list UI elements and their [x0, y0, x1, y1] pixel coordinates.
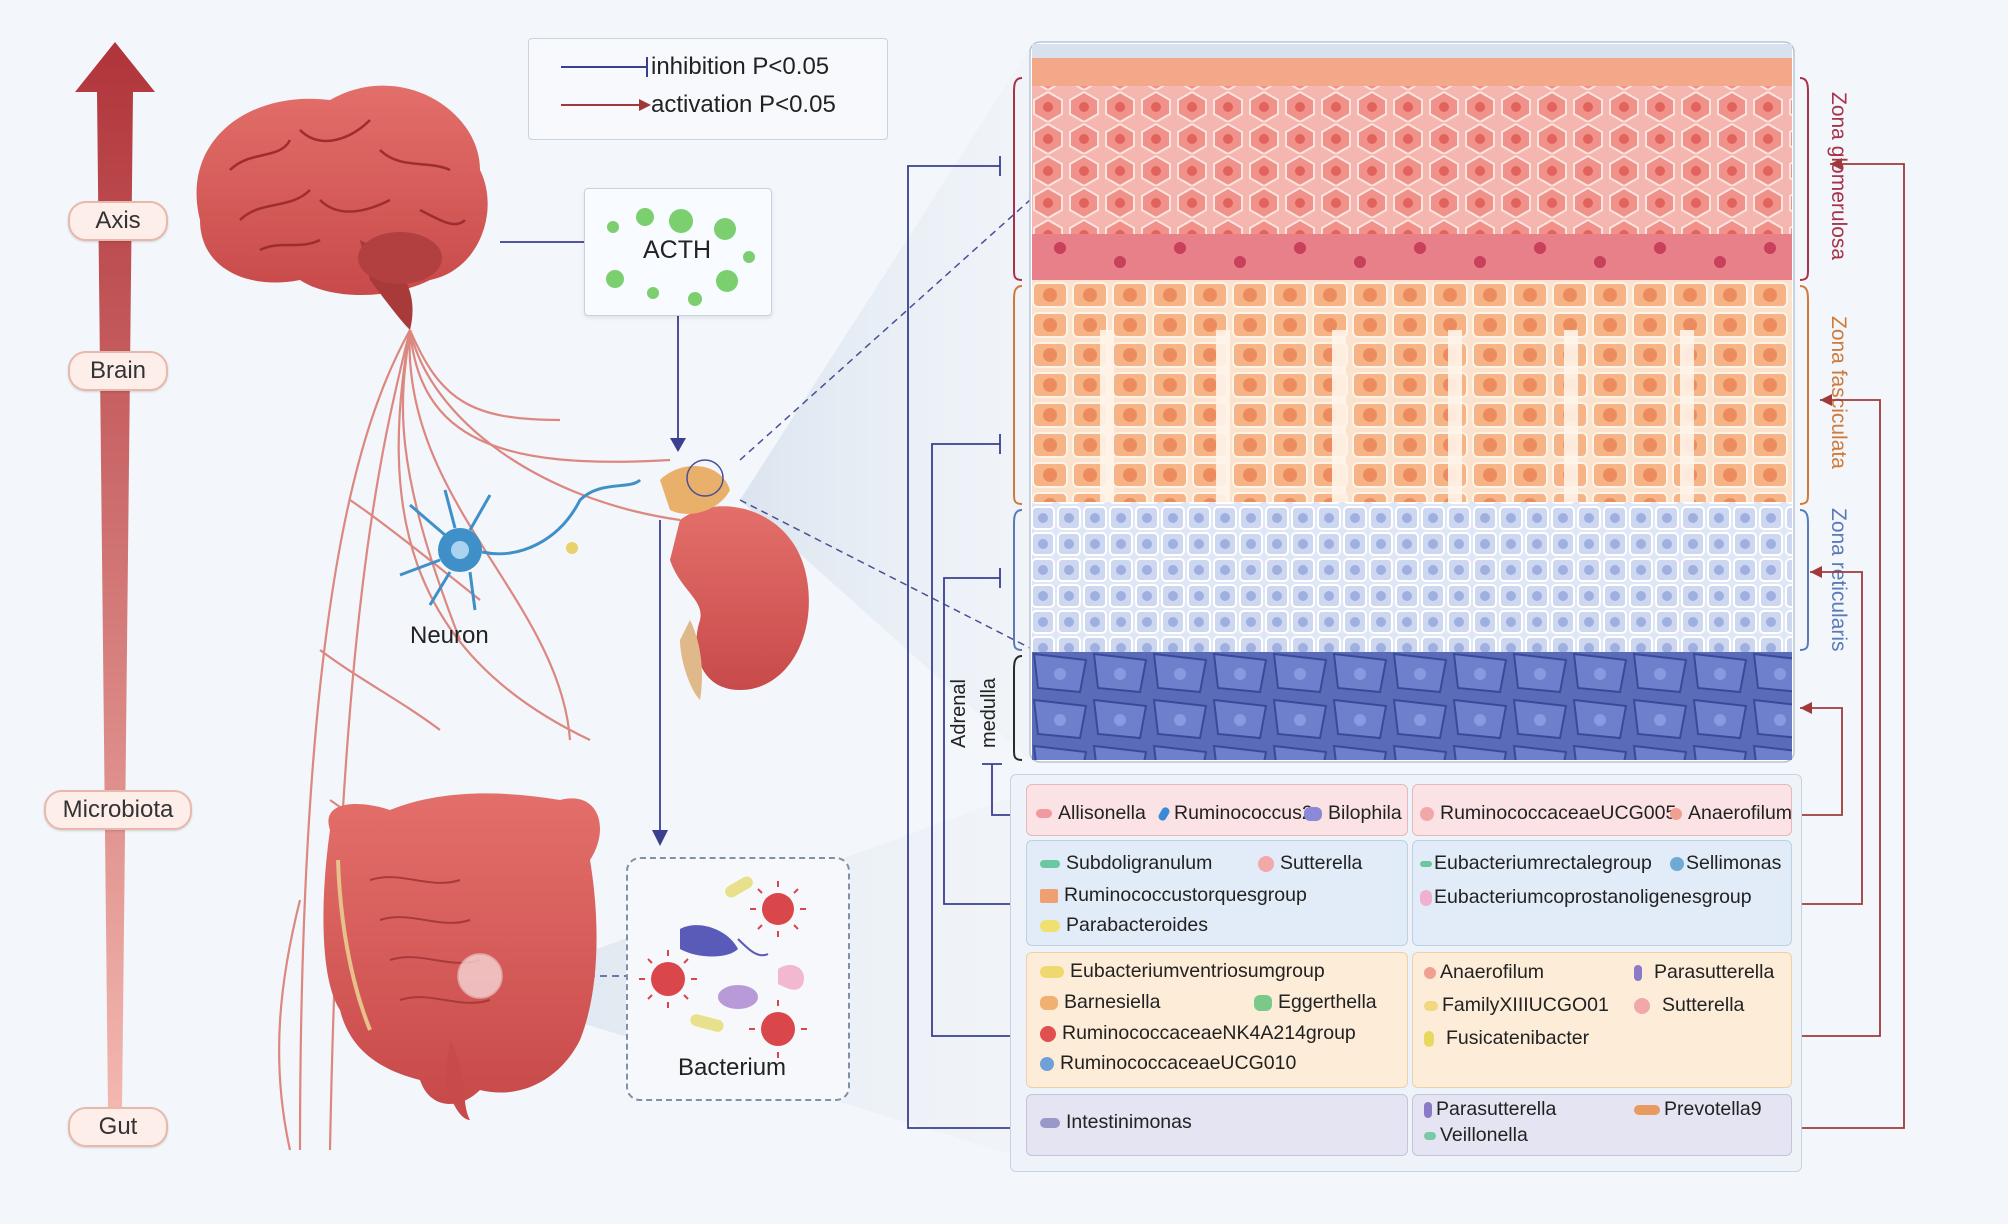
blue-rod-icon	[1157, 805, 1171, 822]
green-oval-icon	[1424, 1131, 1436, 1140]
pink-cocci-icon	[1420, 806, 1434, 821]
group-glomerulosa-left	[1026, 1094, 1408, 1156]
taxon-ruminococcustorquesgroup: Ruminococcustorquesgroup	[1040, 884, 1307, 907]
taxon-prevotella9: Prevotella9	[1634, 1098, 1762, 1121]
bacterium-box: Bacterium	[626, 857, 850, 1101]
taxon-ruminococcaceaeucg010: RuminococcaceaeUCG010	[1040, 1052, 1296, 1075]
axis-label-gut: Gut	[68, 1107, 168, 1147]
neuron-icon	[399, 478, 642, 611]
yellow-oval-icon	[1040, 919, 1060, 932]
brain-icon	[196, 85, 488, 330]
taxon-allisonella: Allisonella	[1036, 802, 1146, 825]
green-rod-icon	[1420, 860, 1432, 867]
taxon-bilophila: Bilophila	[1304, 802, 1402, 825]
taxon-veillonella: Veillonella	[1424, 1124, 1528, 1147]
group-medulla-left	[1026, 784, 1408, 836]
hormone-particles-icon	[606, 208, 755, 306]
blue-cocci-icon	[1040, 1056, 1054, 1071]
acth-box: ACTH	[584, 188, 772, 316]
taxon-anaerofilum-medulla: Anaerofilum	[1670, 802, 1792, 825]
axis-label-brain: Brain	[68, 351, 168, 391]
purple-chain-icon	[1424, 1101, 1432, 1118]
yellow-cluster-icon	[1424, 1000, 1438, 1011]
red-cocci-icon	[1040, 1025, 1056, 1042]
group-reticularis-left	[1026, 840, 1408, 946]
group-fasciculata-right	[1412, 952, 1792, 1088]
taxon-intestinimonas: Intestinimonas	[1040, 1111, 1192, 1134]
orange-triangle-icon	[1040, 888, 1058, 903]
axis-label-microbiota: Microbiota	[44, 790, 192, 830]
taxon-eubacteriumcoprostanoligenesgroup: Eubacteriumcoprostanoligenesgroup	[1420, 886, 1752, 909]
bacterium-label: Bacterium	[678, 1054, 787, 1081]
taxon-sutterella-fasciculata: Sutterella	[1634, 994, 1744, 1017]
yellow-rod-icon	[1424, 1030, 1434, 1047]
taxon-eggerthella: Eggerthella	[1254, 991, 1377, 1014]
yellow-rod-icon	[1040, 965, 1064, 978]
taxon-sellimonas: Sellimonas	[1670, 852, 1781, 875]
pink-cocci-icon	[1670, 807, 1682, 820]
legend-lines	[561, 57, 651, 111]
legend-activation: activation P<0.05	[651, 91, 836, 118]
group-reticularis-right	[1412, 840, 1792, 946]
taxon-parabacteroides: Parabacteroides	[1040, 914, 1208, 937]
taxon-sutterella-reticularis: Sutterella	[1258, 852, 1362, 875]
taxon-eubacteriumventriosumgroup: Eubacteriumventriosumgroup	[1040, 960, 1325, 983]
axis-label-axis: Axis	[68, 201, 168, 241]
green-cluster-icon	[1254, 994, 1272, 1011]
taxon-parasutterella-glomerulosa: Parasutterella	[1424, 1098, 1556, 1121]
taxon-barnesiella: Barnesiella	[1040, 991, 1160, 1014]
taxon-familyxiiiucgo01: FamilyXIIIUCGO01	[1424, 994, 1609, 1017]
taxon-subdoligranulum: Subdoligranulum	[1040, 852, 1212, 875]
group-fasciculata-left	[1026, 952, 1408, 1088]
purple-cluster-icon	[1304, 806, 1322, 821]
legend-inhibition: inhibition P<0.05	[651, 53, 830, 80]
bacteria-cluster-icon	[639, 876, 807, 1058]
group-glomerulosa-right	[1412, 1094, 1792, 1156]
taxon-parasutterella-fasciculata: Parasutterella	[1634, 961, 1774, 984]
orange-cluster-icon	[1040, 995, 1058, 1010]
legend: inhibition P<0.05 activation P<0.05	[528, 38, 888, 140]
neuron-label: Neuron	[410, 622, 489, 649]
orange-rod-icon	[1634, 1104, 1660, 1115]
acth-label: ACTH	[643, 236, 712, 264]
taxon-ruminococcaceaeucg005: RuminococcaceaeUCG005	[1420, 802, 1676, 825]
green-rod-icon	[1040, 859, 1060, 868]
gut-icon	[323, 793, 600, 1120]
taxon-fusicatenibacter: Fusicatenibacter	[1424, 1027, 1589, 1050]
taxon-anaerofilum-fasciculata: Anaerofilum	[1424, 961, 1544, 984]
pink-cocci-icon	[1258, 855, 1274, 872]
pink-cocci-icon	[1634, 997, 1650, 1014]
purple-rod-icon	[1040, 1117, 1060, 1128]
taxon-ruminococcus2: Ruminococcus2	[1157, 802, 1313, 825]
pink-cocci-icon	[1424, 966, 1436, 979]
blue-cocci-icon	[1670, 856, 1684, 871]
kidney-icon	[660, 459, 809, 700]
group-medulla-right	[1412, 784, 1792, 836]
taxon-ruminococcaceaenk4a214group: RuminococcaceaeNK4A214group	[1040, 1022, 1356, 1045]
pink-flagella-icon	[1420, 889, 1432, 906]
pink-rod-icon	[1036, 809, 1052, 819]
purple-chain-icon	[1634, 964, 1642, 981]
taxon-eubacteriumrectalegroup: Eubacteriumrectalegroup	[1420, 852, 1652, 875]
